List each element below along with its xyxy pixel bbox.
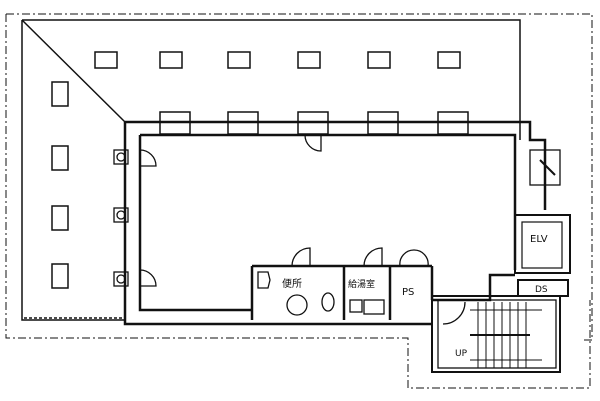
- fixtures: [257, 247, 429, 316]
- skylights-top: [94, 51, 461, 69]
- elevator-label: ELV: [530, 234, 548, 245]
- ds-label: DS: [535, 285, 548, 295]
- kitchenette-label: 給湯室: [348, 278, 375, 290]
- building-walls: [123, 120, 547, 326]
- windows-top: [159, 111, 469, 135]
- site-boundary: [5, 13, 593, 389]
- stairs-up-label: UP: [455, 349, 468, 359]
- terrace-outline: [21, 19, 521, 321]
- toilet-label: 便所: [282, 277, 302, 290]
- elevator-core: [514, 149, 571, 297]
- ps-label: PS: [402, 287, 414, 298]
- staircase: [431, 295, 561, 373]
- ac-units: [113, 134, 322, 287]
- skylights-left: [51, 81, 69, 289]
